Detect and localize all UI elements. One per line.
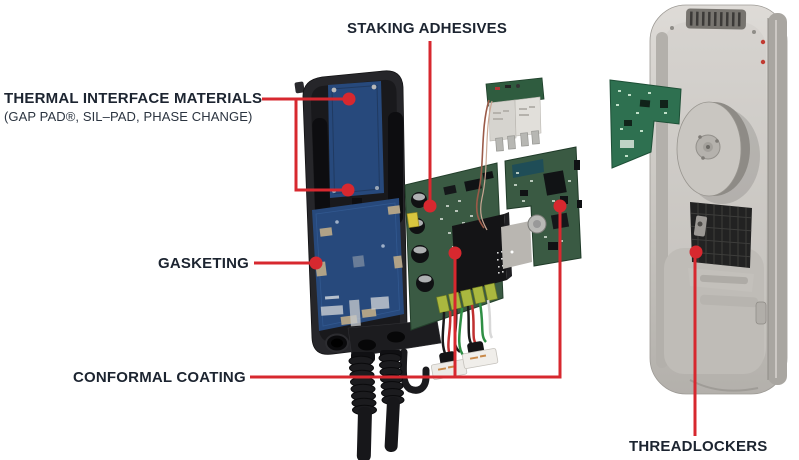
threadlockers-title: THREADLOCKERS: [629, 438, 768, 455]
enclosure-right-wall: [768, 13, 787, 385]
callout-dot-conformal-secondary: [553, 199, 567, 213]
main-power-pcb: [404, 162, 512, 380]
regulatory-labels: [320, 295, 390, 327]
shelf-bar: [699, 274, 748, 285]
callout-dot-gasketing: [309, 256, 323, 270]
enclosure-rear-housing: [649, 4, 788, 395]
label-thermal-interface-materials: THERMAL INTERFACE MATERIALS (GAP PAD®, S…: [4, 90, 262, 125]
label-threadlockers: THREADLOCKERS: [629, 438, 767, 455]
waffle-grid-panel: [690, 202, 752, 268]
charger-front-assembly: [294, 70, 442, 460]
sensor-wire: [475, 99, 490, 229]
hinge-tab: [755, 301, 767, 325]
relay-block: [488, 99, 517, 142]
vent-grille: [685, 8, 747, 30]
gasket-sheet: [501, 221, 532, 269]
thermal-subtitle: (GAP PAD®, SIL–PAD, PHASE CHANGE): [4, 109, 253, 125]
control-pcb-assembly: [501, 146, 582, 269]
thermal-title: THERMAL INTERFACE MATERIALS: [4, 90, 263, 107]
thermal-pad-plate-top: [328, 81, 384, 198]
callout-line-thermal-branch: [294, 99, 348, 192]
screw: [670, 26, 674, 30]
callout-dot-staking: [423, 199, 437, 213]
conformal-title: CONFORMAL COATING: [73, 369, 246, 386]
holster-hook: [399, 348, 430, 394]
relay-terminals: [495, 130, 540, 152]
white-connectors: [430, 348, 499, 380]
screw: [752, 30, 756, 34]
relay-module: [475, 77, 545, 231]
callout-dot-thermal-bottom: [341, 183, 355, 197]
side-slot-right: [388, 112, 403, 224]
callout-dot-conformal-main: [448, 246, 462, 260]
fuse-component: [406, 211, 420, 229]
led-indicator: [760, 59, 766, 65]
gasketing-title: GASKETING: [158, 255, 249, 272]
relay-block: [514, 96, 542, 137]
callouts: [250, 41, 703, 436]
callout-dot-thermal-top: [342, 92, 356, 106]
label-gasketing: GASKETING: [158, 255, 249, 272]
led-indicator: [760, 39, 766, 45]
label-staking-adhesives: STAKING ADHESIVES: [347, 20, 507, 37]
callout-line-conformal: [250, 207, 562, 379]
label-conformal-coating: CONFORMAL COATING: [73, 369, 246, 386]
enclosure-control-pcb: [609, 79, 682, 169]
lower-lip: [699, 294, 759, 308]
callout-dot-threadlockers: [689, 245, 703, 259]
charging-cable-left: [348, 352, 377, 460]
staking-title: STAKING ADHESIVES: [347, 20, 508, 37]
mount-nub: [294, 81, 305, 94]
cable-drum: [676, 101, 760, 204]
side-slot-left: [312, 117, 331, 233]
charging-cable-right: [378, 350, 405, 453]
sensor-wire: [480, 100, 493, 231]
